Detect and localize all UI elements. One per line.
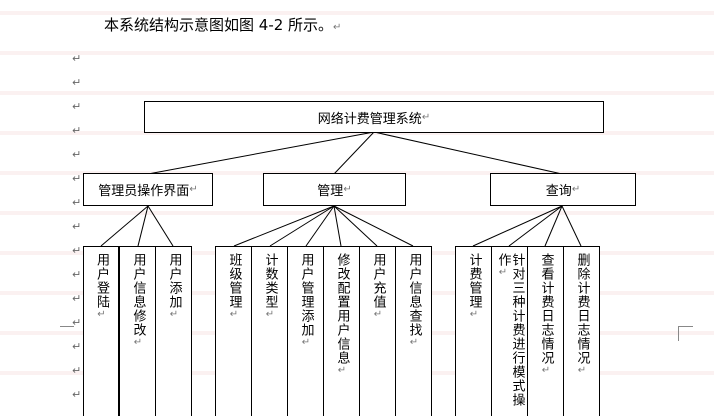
leaf-node: 用户登陆↵ — [83, 246, 119, 416]
paragraph-mark: ↵ — [72, 100, 82, 113]
leaf-node: 删除计费日志情况↵ — [563, 246, 600, 416]
leaf-node: 计数类型↵ — [251, 246, 288, 416]
paragraph-mark: ↵ — [72, 148, 82, 161]
connector-manage-c3 — [305, 205, 335, 247]
connector-manage-c5 — [333, 205, 378, 247]
group-node-admin: 管理员操作界面↵ — [83, 173, 213, 206]
paragraph-mark: ↵ — [72, 364, 82, 377]
connector-admin-c1 — [100, 205, 149, 247]
crop-mark — [60, 326, 74, 341]
paragraph-mark: ↵ — [72, 220, 82, 233]
connector-query-c3 — [544, 205, 563, 247]
group-node-query: 查询↵ — [490, 173, 636, 206]
root-node: 网络计费管理系统↵ — [144, 101, 604, 133]
paragraph-mark: ↵ — [72, 172, 82, 185]
paragraph-mark: ↵ — [72, 76, 82, 89]
crop-mark — [678, 326, 693, 341]
leaf-node: 修改配置用户信息↵ — [323, 246, 360, 416]
connector-manage-c2 — [269, 205, 335, 247]
paragraph-mark: ↵ — [72, 292, 82, 305]
connector-admin-c3 — [147, 205, 174, 247]
leaf-node: 查看计费日志情况↵ — [527, 246, 564, 416]
connector-query-c1 — [472, 205, 563, 247]
leaf-node: 用户充值↵ — [359, 246, 396, 416]
paragraph-mark: ↵ — [72, 340, 82, 353]
connector-root-admin — [147, 131, 375, 175]
leaf-node: 用户管理添加↵ — [287, 246, 324, 416]
leaf-node: 用户添加↵ — [155, 246, 192, 416]
paragraph-mark: ↵ — [72, 52, 82, 65]
connector-manage-c4 — [333, 205, 342, 247]
connector-root-manage — [333, 131, 375, 175]
leaf-node: 用户信息修改↵ — [119, 246, 156, 416]
paragraph-mark: ↵ — [72, 268, 82, 281]
connector-manage-c6 — [333, 205, 414, 247]
paragraph-mark: ↵ — [72, 124, 82, 137]
leaf-node: 针对三种计费进行模式操作↵ — [491, 246, 528, 416]
leaf-node: 用户信息查找↵ — [395, 246, 432, 416]
leaf-node: 计费管理↵ — [455, 246, 492, 416]
connector-root-query — [373, 131, 563, 175]
connector-query-c2 — [508, 205, 563, 247]
leaf-node: 班级管理↵ — [215, 246, 252, 416]
paragraph-mark: ↵ — [72, 196, 82, 209]
connector-admin-c2 — [137, 205, 149, 247]
group-node-manage: 管理↵ — [263, 173, 406, 206]
paragraph-mark: ↵ — [72, 316, 82, 329]
paragraph-mark: ↵ — [72, 244, 82, 257]
connector-query-c4 — [561, 205, 582, 247]
connector-manage-c1 — [233, 205, 335, 247]
intro-text: 本系统结构示意图如图 4-2 所示。↵ — [104, 16, 342, 34]
paragraph-mark: ↵ — [72, 388, 82, 401]
